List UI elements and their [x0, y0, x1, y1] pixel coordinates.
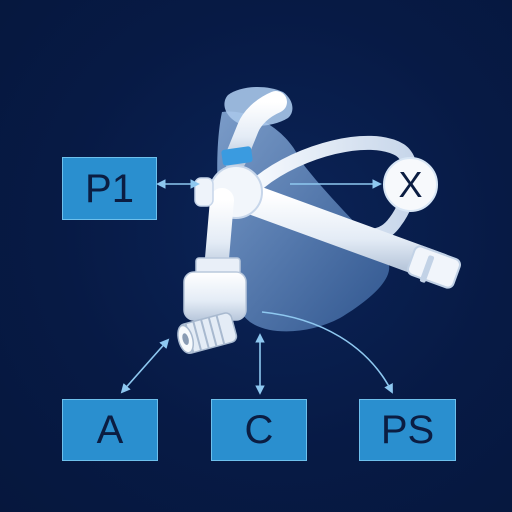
arrow-ps	[261, 311, 393, 394]
valve-body	[183, 271, 247, 321]
connector-ring	[419, 255, 435, 283]
label-a: A	[96, 408, 124, 452]
label-box-c: C	[211, 399, 307, 461]
upper-tube	[224, 91, 287, 171]
label-ps: PS	[380, 408, 435, 452]
label-box-p1: P1	[62, 157, 157, 220]
label-circle-x: X	[383, 157, 438, 212]
label-x: X	[398, 163, 423, 205]
label-box-ps: PS	[359, 399, 456, 461]
label-c: C	[244, 408, 274, 452]
label-p1: P1	[85, 166, 134, 211]
arrow-a	[120, 338, 170, 394]
blue-band	[221, 146, 253, 166]
threaded-nozzle	[177, 312, 238, 355]
tube-connector	[407, 245, 461, 289]
label-box-a: A	[62, 399, 158, 461]
side-clip	[194, 177, 214, 207]
main-tube	[225, 180, 455, 283]
